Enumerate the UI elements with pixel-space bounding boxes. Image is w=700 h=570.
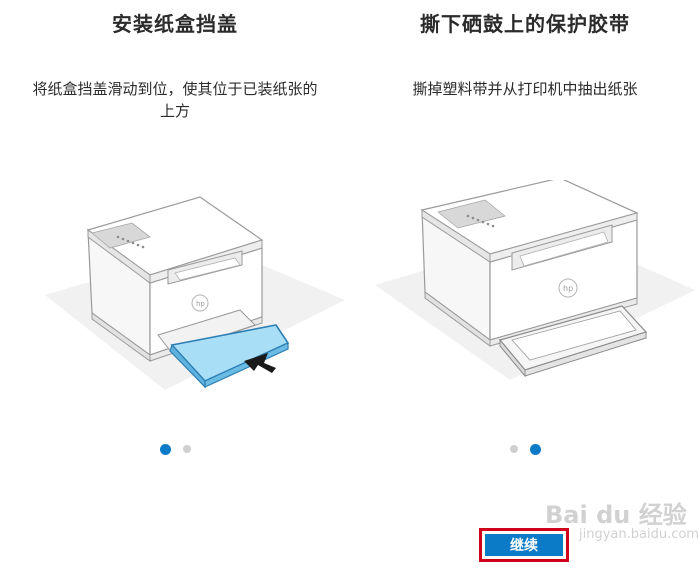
carousel-dot-2[interactable] [182, 445, 191, 453]
step-title: 安装纸盒挡盖 [112, 12, 238, 36]
carousel-dot-1[interactable] [509, 445, 518, 453]
carousel-indicator [350, 442, 700, 456]
svg-text:hp: hp [196, 300, 205, 308]
step-title: 撕下硒鼓上的保护胶带 [420, 12, 630, 36]
continue-button-highlight: 继续 [479, 528, 569, 562]
step-panel-install-cover: 安装纸盒挡盖 将纸盒挡盖滑动到位，使其位于已装纸张的上方 hp [0, 0, 350, 480]
printer-with-cover-illustration: hp [45, 196, 345, 390]
printer-tray-open-illustration: hp [375, 180, 695, 380]
carousel-indicator [0, 442, 350, 456]
watermark-logo-text: Bai du 经验 [545, 501, 687, 529]
baidu-jingyan-watermark: Bai du 经验 jingyan.baidu.com [535, 493, 699, 553]
step-panel-remove-tape: 撕下硒鼓上的保护胶带 撕掉塑料带并从打印机中抽出纸张 hp [350, 0, 700, 480]
svg-text:hp: hp [563, 284, 573, 293]
step-description: 撕掉塑料带并从打印机中抽出纸张 [412, 80, 638, 98]
step-description: 将纸盒挡盖滑动到位，使其位于已装纸张的上方 [32, 80, 318, 120]
carousel-dot-1[interactable] [159, 443, 171, 455]
continue-button[interactable]: 继续 [485, 534, 563, 556]
watermark-url: jingyan.baidu.com [579, 527, 699, 542]
carousel-dot-2[interactable] [529, 443, 541, 455]
